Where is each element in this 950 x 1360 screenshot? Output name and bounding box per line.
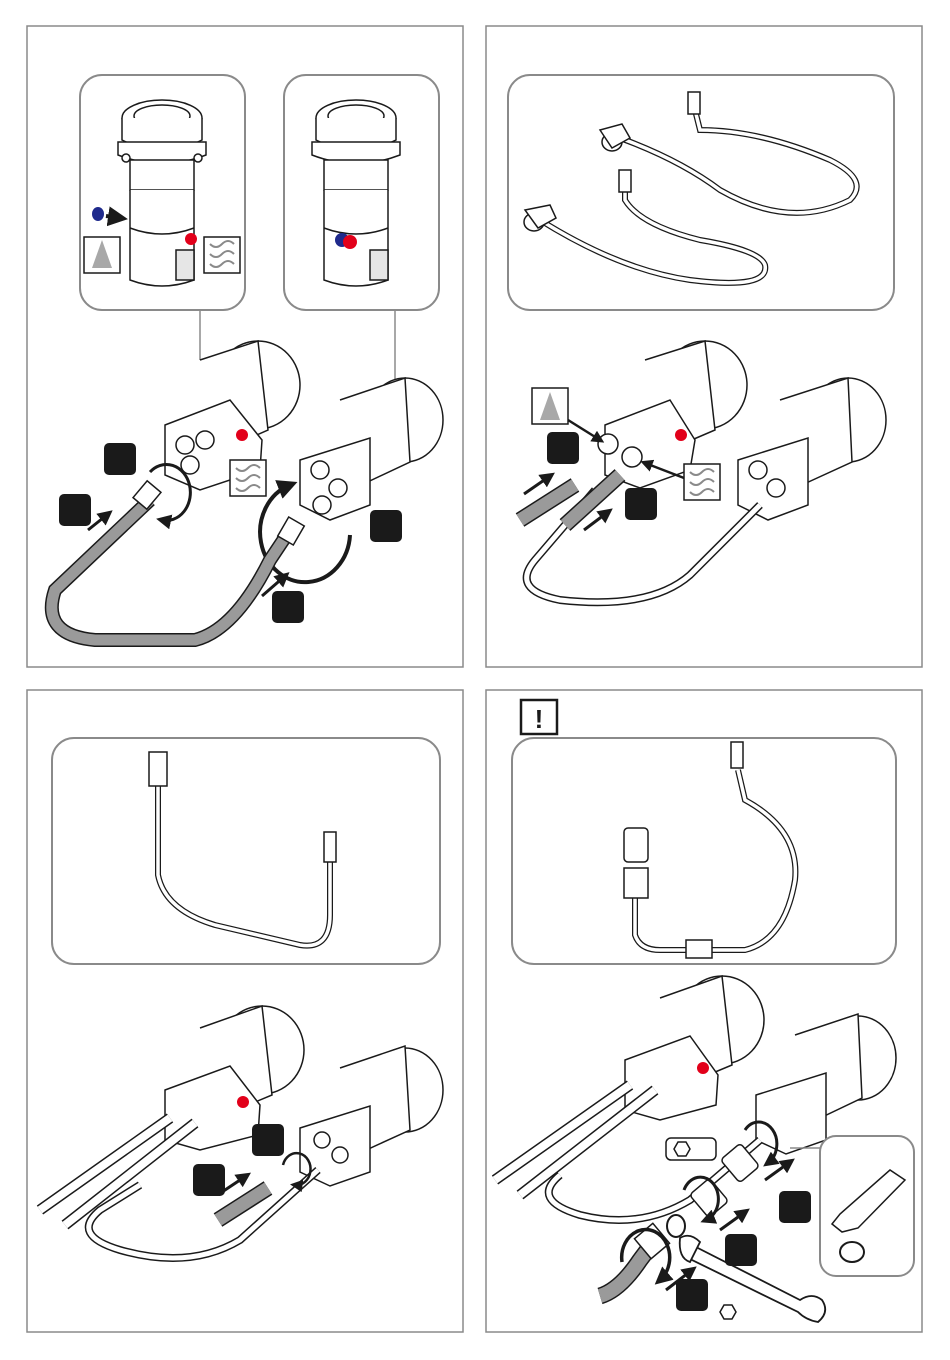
hose-tip-fitting-3 [324, 832, 336, 862]
push-arrow-6 [765, 1162, 790, 1180]
valve-body-right-2 [738, 378, 886, 520]
nut-ring-a [598, 434, 618, 454]
reducer-part [689, 1178, 728, 1218]
push-arrow-3 [524, 476, 550, 494]
hot-marker-red-4 [697, 1062, 709, 1074]
hot-marker-red-2 [675, 429, 687, 441]
valve-body-right [300, 378, 443, 520]
step-4-panel: ! [495, 700, 914, 1322]
valve-body-vertical-a [118, 100, 206, 286]
step-badge [547, 432, 579, 464]
insert-marker-arrow [106, 216, 120, 218]
cold-marker-blue [92, 207, 104, 221]
exclamation-warning-icon: ! [521, 700, 557, 734]
step-badge [272, 591, 304, 623]
push-arrow-5 [222, 1176, 246, 1192]
hot-marker-red-b [343, 235, 357, 249]
hose-nut-top [149, 752, 167, 786]
detail-box-adapter-hose [512, 738, 896, 964]
hose-nut-adapter [624, 868, 648, 898]
hose-tip-fitting-2 [619, 170, 631, 192]
step-3-panel [40, 738, 443, 1258]
hex-nut-icon-2 [720, 1305, 736, 1319]
svg-text:!: ! [535, 704, 544, 734]
adapter-fitting [624, 828, 648, 862]
sealing-washer [667, 1215, 685, 1237]
nut-ring-b [622, 447, 642, 467]
hot-marker-red [185, 233, 197, 245]
step-badge [59, 494, 91, 526]
step-badge [370, 510, 402, 542]
step-1-panel [52, 75, 443, 640]
step-badge [625, 488, 657, 520]
step-badge [725, 1234, 757, 1266]
hose-tip-fitting-4 [731, 742, 743, 768]
valve-body-right-3 [300, 1046, 443, 1186]
valve-body-right-4 [756, 1014, 896, 1154]
hot-marker-red-3 [237, 1096, 249, 1108]
detail-box-hoses [508, 75, 894, 310]
hot-marker-red-horizontal [236, 429, 248, 441]
sealing-ring-icon [840, 1242, 864, 1262]
valve-body-vertical-b [312, 100, 400, 286]
hex-nut-icon [674, 1142, 690, 1156]
step-badge [193, 1164, 225, 1196]
step-badge [252, 1124, 284, 1156]
step-badge [779, 1191, 811, 1223]
coupling-sleeve [686, 940, 712, 958]
hose-tip-fitting-1 [688, 92, 700, 114]
step-badge [676, 1279, 708, 1311]
push-arrow-7 [720, 1212, 745, 1230]
step-2-panel [508, 75, 894, 602]
step-badge [104, 443, 136, 475]
